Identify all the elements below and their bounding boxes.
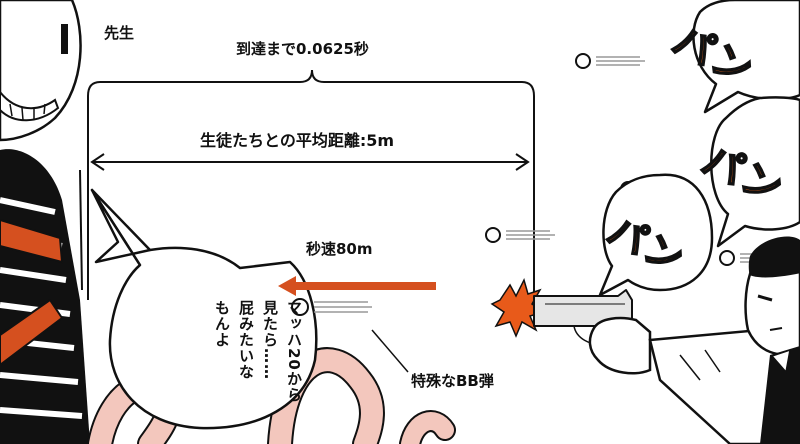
speech-tail [90,188,151,266]
bb-bullet-main [291,298,372,316]
character-name-label: 先生 [104,24,135,42]
time-label: 到達まで0.0625秒 [236,40,369,58]
speech-bubble [90,188,318,430]
speech-line-1: マッハ20から [285,300,303,403]
hand [588,316,652,375]
distance-arrow [90,153,530,171]
distance-label: 生徒たちとの平均距離:5m [200,131,395,150]
bb-bullet-3 [575,53,645,69]
student-shirt-collar [770,348,791,374]
speed-label: 秒速80m [306,240,373,258]
student-eye [757,294,773,302]
sensei-head [0,0,82,142]
speech-line-2: 見たら…… [261,300,279,380]
speed-arrow [278,276,436,296]
sensei-robe [0,149,90,444]
sensei-teeth [9,103,46,121]
student-collar [760,346,800,444]
bullet-label-pointer [371,329,409,373]
speech-line-4: もんよ [213,300,231,348]
tentacle-3-fill [401,412,454,444]
sensei-sash [0,218,64,264]
time-bracket [87,69,535,300]
arm-folds [679,349,721,381]
speech-line-3: 屁みたいな [237,300,255,380]
student-mouth [769,327,783,331]
muzzle-flash [490,277,546,338]
vertical-line [79,169,83,291]
bb-bullet-2 [485,227,555,243]
sensei-eye [61,24,68,54]
sfx-bubble-3 [598,173,714,297]
bullet-label: 特殊なBB弾 [411,372,494,390]
sensei-sash-lower [0,298,64,367]
sfx-bubble-2 [710,96,800,248]
student-face [744,270,800,356]
